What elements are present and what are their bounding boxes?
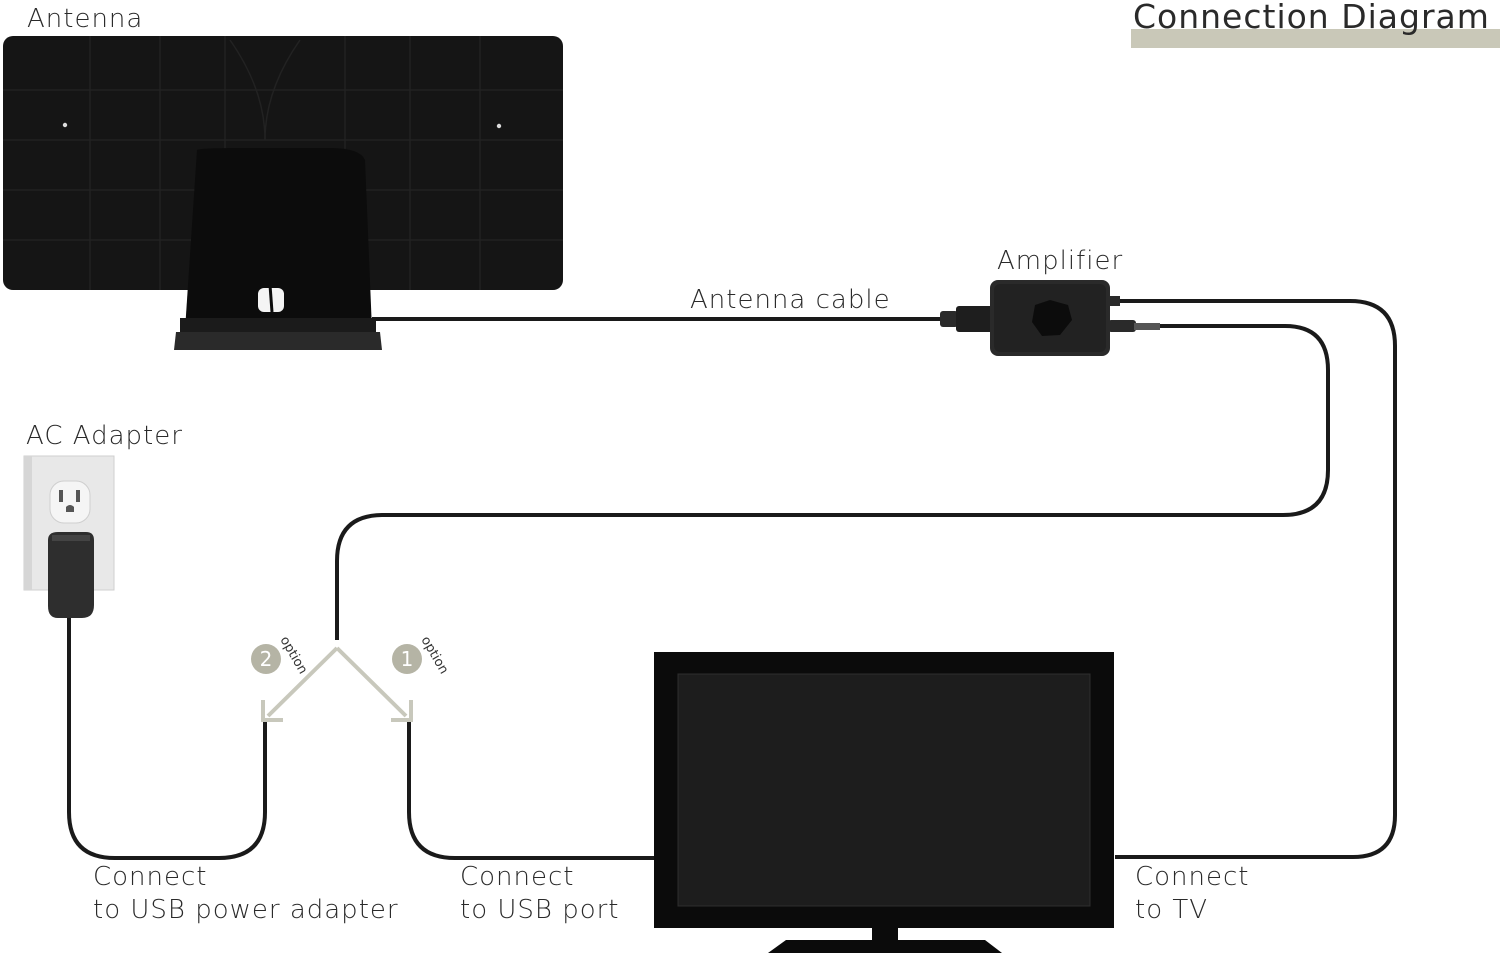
- amplifier-label: Amplifier: [997, 246, 1124, 276]
- option-2-cable: [67, 618, 267, 860]
- ac-adapter-plug: [48, 532, 94, 618]
- antenna-device: [3, 36, 563, 350]
- tv-device: [654, 652, 1114, 953]
- title-underline-bar: [1131, 29, 1500, 48]
- option-arrows: [261, 646, 413, 722]
- ac-adapter-label: AC Adapter: [26, 421, 183, 451]
- usb-power-cable: [335, 324, 1330, 640]
- amplifier-device: [990, 280, 1160, 356]
- svg-text:option: option: [277, 634, 311, 677]
- tv-label-line1: Connect: [1135, 862, 1250, 892]
- usb-adapter-label-line1: Connect: [93, 862, 208, 892]
- svg-text:1: 1: [401, 647, 414, 671]
- tv-coax-cable: [1115, 299, 1397, 859]
- title-text: Connection Diagram: [1133, 0, 1490, 36]
- option-1-badge: 1 option: [392, 634, 451, 677]
- tv-label-line2: to TV: [1135, 895, 1209, 925]
- antenna-label: Antenna: [27, 4, 144, 34]
- usb-port-label-line2: to USB port: [460, 895, 620, 925]
- svg-text:2: 2: [260, 647, 273, 671]
- usb-adapter-label-line2: to USB power adapter: [93, 895, 399, 925]
- antenna-cable-label: Antenna cable: [690, 285, 891, 315]
- diagram-title: Connection Diagram: [1131, 0, 1500, 48]
- usb-port-label-line1: Connect: [460, 862, 575, 892]
- svg-text:option: option: [418, 634, 452, 677]
- option-1-cable: [407, 722, 656, 860]
- option-2-badge: 2 option: [251, 634, 310, 677]
